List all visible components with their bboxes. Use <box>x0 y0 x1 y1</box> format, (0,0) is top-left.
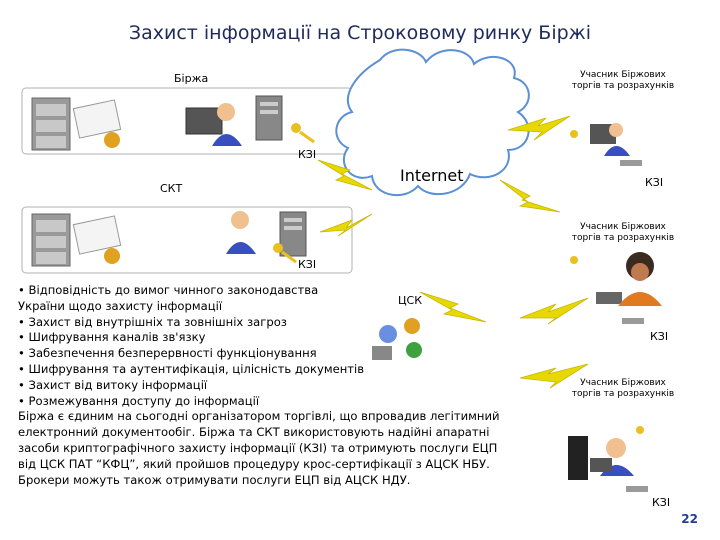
skt-server-icon <box>279 211 307 257</box>
birzha-user-icon <box>185 103 242 146</box>
internet-cloud <box>335 48 530 196</box>
bullet-item: • Відповідність до вимог чинного законод… <box>18 283 319 297</box>
bullet-item: • Шифрування каналів зв'язку <box>18 330 206 345</box>
birzha-label: Біржа <box>174 72 209 85</box>
bullet-item: • Шифрування та аутентифікація, цілісніс… <box>18 361 365 376</box>
bullet-item: • Забезпечення безперервності функціонув… <box>18 346 317 361</box>
description-paragraph: Біржа є єдиним на сьогодні організатором… <box>18 409 500 487</box>
birzha-filing-cabinet-icon <box>31 97 71 151</box>
kzi-label-participant2: КЗІ <box>650 330 669 343</box>
skt-key-icon <box>273 243 297 264</box>
skt-document-icon <box>72 215 122 264</box>
lightning-participant1-icon <box>507 115 571 141</box>
benefits-text: • Відповідність до вимог чинного законод… <box>18 283 508 488</box>
lightning-participant2-icon <box>499 179 561 213</box>
tsk-network-icon <box>372 318 422 360</box>
participant3-label-line2: торгів та розрахунків <box>571 389 675 399</box>
bullet-item: • Захист від витоку інформації <box>18 377 208 392</box>
bullet-item: • Розмежування доступу до інформації <box>18 393 260 408</box>
participant2-label-line1: Учасник Біржових <box>580 222 666 232</box>
birzha-server-icon <box>255 95 283 141</box>
participant2-label: Учасник Біржових торгів та розрахунків <box>560 222 686 244</box>
lightning-participant3-icon <box>519 297 589 325</box>
participant1-label-line2: торгів та розрахунків <box>571 81 675 91</box>
skt-filing-cabinet-icon <box>31 213 71 267</box>
bullet-item: України щодо захисту інформації <box>18 298 223 313</box>
kzi-label-birzha: КЗІ <box>298 148 317 161</box>
lightning-tsk-icon <box>419 291 487 323</box>
page-number: 22 <box>681 512 698 526</box>
participant3-label: Учасник Біржових торгів та розрахунків <box>560 378 686 400</box>
participant2-label-line2: торгів та розрахунків <box>571 233 675 243</box>
skt-label: СКТ <box>160 182 183 195</box>
birzha-key-icon <box>291 123 315 144</box>
participant2-user-icon <box>570 252 662 324</box>
kzi-label-skt: КЗІ <box>298 258 317 271</box>
participant3-user-icon <box>568 426 648 492</box>
lightning-birzha-icon <box>317 159 373 191</box>
kzi-label-participant1: КЗІ <box>645 176 664 189</box>
page-title: Захист інформації на Строковому ринку Бі… <box>128 22 592 44</box>
lightning-skt-icon <box>319 213 373 237</box>
lightning-participant4-icon <box>519 363 589 389</box>
participant1-label: Учасник Біржових торгів та розрахунків <box>560 70 686 92</box>
internet-label: Internet <box>400 166 464 185</box>
kzi-label-participant3: КЗІ <box>652 496 671 509</box>
bullet-item: • Захист від внутрішніх та зовнішніх заг… <box>18 314 287 329</box>
skt-user-icon <box>226 211 256 254</box>
participant1-user-icon <box>570 123 642 166</box>
birzha-document-icon <box>72 99 122 148</box>
participant3-label-line1: Учасник Біржових <box>580 378 666 388</box>
participant1-label-line1: Учасник Біржових <box>580 70 666 80</box>
tsk-label: ЦСК <box>398 294 423 307</box>
